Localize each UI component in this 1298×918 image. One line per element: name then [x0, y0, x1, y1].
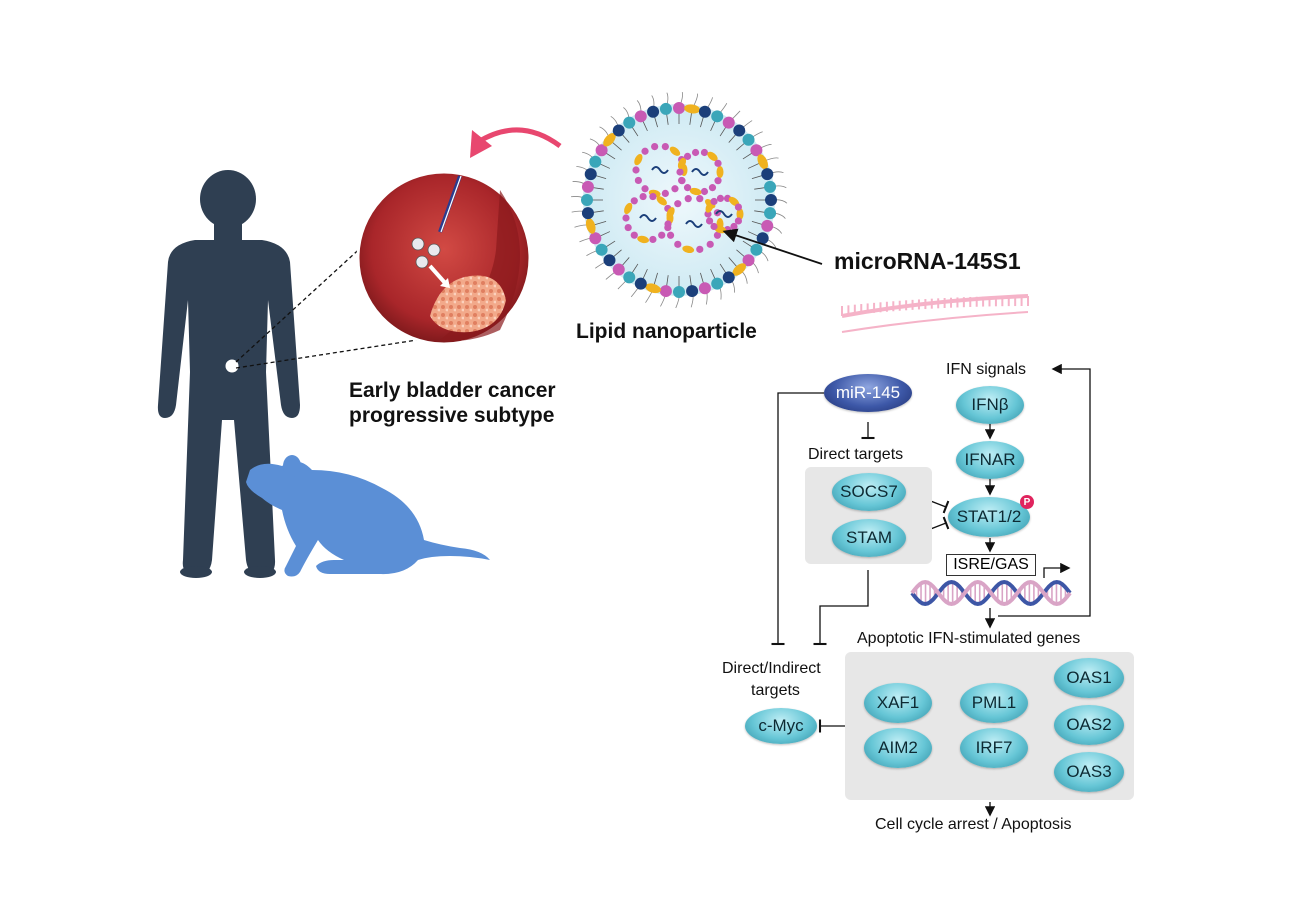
nanoparticle-label: Lipid nanoparticle — [576, 320, 757, 343]
oas1-node: OAS1 — [1054, 658, 1124, 698]
pml1-node: PML1 — [960, 683, 1028, 723]
aim2-node: AIM2 — [864, 728, 932, 768]
delivery-arrow-icon — [476, 127, 562, 149]
indirect-targets-label-line1: Direct/Indirect — [722, 660, 821, 677]
stat-node: STAT1/2 — [948, 497, 1030, 537]
rna-strand-icon — [841, 294, 1029, 333]
mouse-icon — [246, 455, 490, 577]
ifnar-node: IFNAR — [956, 441, 1024, 479]
isre-gas-box: ISRE/GAS — [946, 554, 1036, 576]
phospho-badge: P — [1020, 495, 1034, 509]
oas3-node: OAS3 — [1054, 752, 1124, 792]
mir145-node: miR-145 — [824, 374, 912, 412]
bladder-tissue-illustration — [356, 170, 532, 346]
indirect-targets-label-line2: targets — [751, 682, 800, 699]
apoptotic-genes-label: Apoptotic IFN-stimulated genes — [857, 630, 1081, 647]
stam-node: STAM — [832, 519, 906, 557]
cancer-label-line1: Early bladder cancer — [349, 379, 556, 402]
human-silhouette-icon — [157, 170, 300, 578]
direct-targets-label: Direct targets — [808, 446, 904, 463]
lipid-nanoparticle-icon — [570, 91, 788, 309]
ifnb-node: IFNβ — [956, 386, 1024, 424]
cancer-label-line2: progressive subtype — [349, 404, 555, 427]
xaf1-node: XAF1 — [864, 683, 932, 723]
delivery-arrowhead-icon — [470, 130, 492, 158]
dna-helix-icon — [910, 579, 1072, 607]
mirna-pointer-arrow — [722, 228, 823, 265]
zoom-line-bottom — [235, 337, 431, 369]
irf7-node: IRF7 — [960, 728, 1028, 768]
cmyc-node: c-Myc — [745, 708, 817, 744]
bladder-marker — [224, 358, 240, 374]
socs7-node: SOCS7 — [832, 473, 906, 511]
oas2-node: OAS2 — [1054, 705, 1124, 745]
outcome-label: Cell cycle arrest / Apoptosis — [875, 816, 1072, 833]
mirna-label: microRNA-145S1 — [834, 248, 1021, 274]
ifn-signals-label: IFN signals — [946, 361, 1027, 378]
